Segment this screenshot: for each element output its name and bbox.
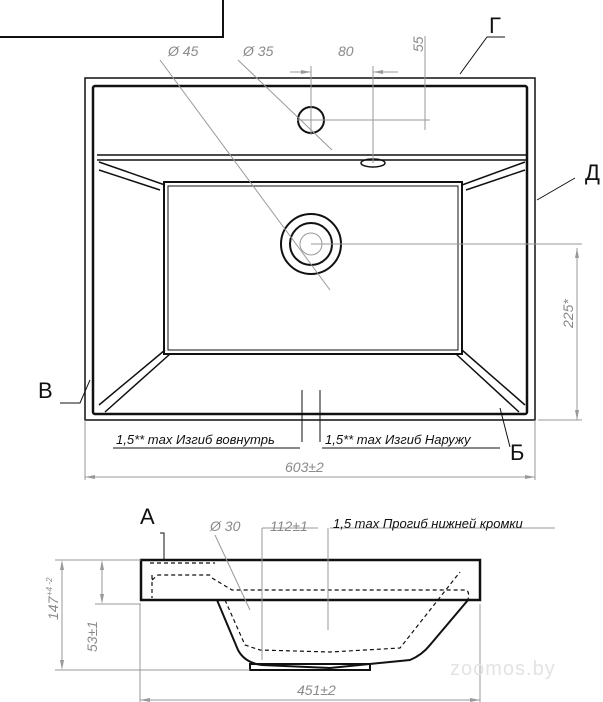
dim-height-tolerance: +4 -2 xyxy=(45,577,54,596)
dim-depth-451: 451±2 xyxy=(297,682,336,698)
dim-offset-80: 80 xyxy=(338,43,354,59)
bowl-slopes xyxy=(98,161,526,413)
label-d: Д xyxy=(585,160,600,185)
side-dimension-lines xyxy=(55,527,555,702)
dim-hole-35: Ø 35 xyxy=(242,43,274,59)
side-view xyxy=(55,527,555,702)
note-bend-outward: 1,5** max Изгиб Наружу xyxy=(325,432,472,447)
drain-outlet xyxy=(249,663,371,671)
dim-55: 55 xyxy=(410,36,426,52)
label-g: Г xyxy=(489,13,501,38)
dim-hole-45: Ø 45 xyxy=(167,43,199,59)
note-bend-inward: 1,5** max Изгиб вовнутрь xyxy=(116,432,275,447)
bowl-bottom xyxy=(163,181,463,355)
deck-edge xyxy=(97,154,527,161)
label-b: Б xyxy=(510,440,524,465)
inner-rim xyxy=(91,84,529,416)
top-view xyxy=(60,36,582,480)
dim-height-147: 147 xyxy=(45,595,61,620)
bowl-profile xyxy=(216,599,469,670)
label-a: А xyxy=(140,504,155,529)
note-bottom-edge-deflection: 1,5 max Прогиб нижней кромки xyxy=(333,516,523,531)
dimension-lines xyxy=(84,36,582,480)
label-v: В xyxy=(38,378,53,403)
hidden-lines xyxy=(150,562,470,653)
outer-contour xyxy=(84,77,536,421)
dim-112: 112±1 xyxy=(270,518,308,534)
dim-225: 225* xyxy=(560,299,576,329)
rim-section xyxy=(139,558,482,602)
title-block-frame xyxy=(0,0,224,38)
dim-53: 53±1 xyxy=(84,621,100,652)
watermark: zoomos.by xyxy=(450,658,556,680)
dim-width-603: 603±2 xyxy=(285,459,324,475)
leader-lines xyxy=(60,36,576,448)
dim-drain-30: Ø 30 xyxy=(209,518,241,534)
